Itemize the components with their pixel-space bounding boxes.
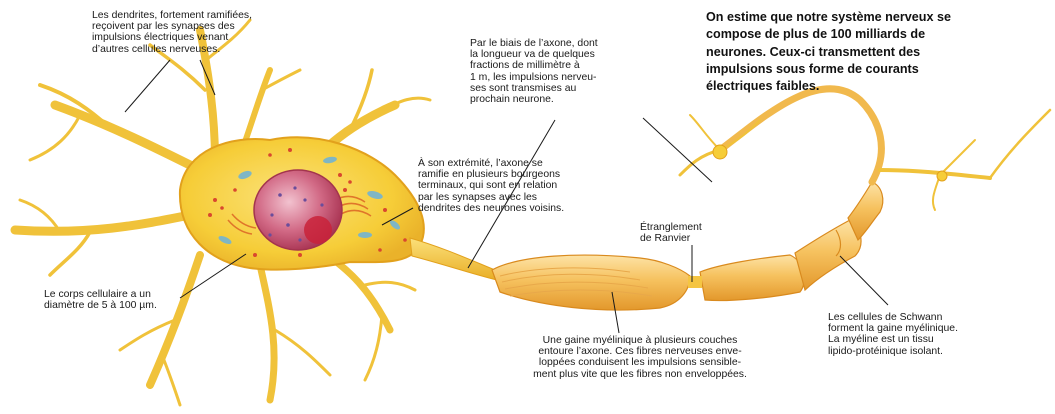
summary-text: On estime que notre système nerveux se c… (706, 9, 1006, 95)
label-myelin: Une gaine myélinique à plusieurs couches… (490, 335, 790, 380)
label-axon: Par le biais de l’axone, dont la longueu… (470, 38, 598, 105)
node-of-ranvier (688, 276, 702, 288)
distant-fibre (680, 89, 1050, 210)
label-axon-end: À son extrémité, l’axone se ramifie en p… (418, 158, 564, 214)
distant-neuron-body-2 (937, 171, 947, 181)
nucleus (254, 170, 342, 250)
distant-neuron-body (713, 145, 727, 159)
label-cell-body: Le corps cellulaire a un diamètre de 5 à… (44, 289, 157, 311)
label-schwann: Les cellules de Schwann forment la gaine… (828, 312, 958, 357)
axon (410, 238, 505, 282)
label-ranvier: Étranglement de Ranvier (640, 222, 702, 244)
label-dendrites: Les dendrites, fortement ramifiées, reço… (92, 10, 252, 55)
